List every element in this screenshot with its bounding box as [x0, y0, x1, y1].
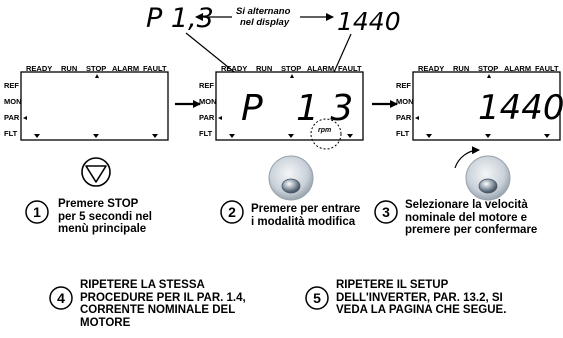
- lcd-screen-1: [20, 71, 169, 141]
- alternate-label-line2: nel display: [240, 17, 290, 28]
- step-3-line: Selezionare la velocità: [405, 199, 528, 211]
- step-4-text: RIPETERE LA STESSA PROCEDURE PER IL PAR.…: [80, 279, 246, 329]
- status-ready: READY: [221, 64, 247, 73]
- lcd-panel-2: READY RUN STOP ALARM FAULT REF MON PAR F…: [199, 64, 364, 150]
- step-1-line: Premere STOP: [58, 198, 139, 210]
- step-5-text: RIPETERE IL SETUP DELL'INVERTER, PAR. 13…: [336, 279, 506, 317]
- step-5-line: DELL'INVERTER, PAR. 13.2, SI: [336, 291, 503, 304]
- step-5-line: VEDA LA PAGINA CHE SEGUE.: [336, 304, 507, 316]
- indicator-bottom-right: [544, 134, 550, 138]
- side-ref: REF: [396, 81, 411, 90]
- indicator-bottom-left: [426, 134, 432, 138]
- step-1-badge: 1: [25, 200, 49, 224]
- rpm-highlight-circle: [310, 118, 342, 150]
- lcd-panel-1: READY RUN STOP ALARM FAULT REF MON PAR F…: [4, 64, 169, 141]
- status-ready: READY: [26, 64, 52, 73]
- step-3-line: premere per confermare: [405, 224, 538, 236]
- alternate-label-line1: Si alternano: [236, 6, 291, 17]
- side-par: PAR: [4, 113, 20, 122]
- svg-text:4: 4: [57, 290, 65, 306]
- side-par: PAR: [396, 113, 412, 122]
- indicator-bottom-mid: [93, 134, 99, 138]
- step-2-line: Premere per entrare: [251, 203, 361, 215]
- side-flt: FLT: [4, 129, 18, 138]
- lcd-value-code: 1 3: [296, 88, 353, 129]
- side-ref: REF: [4, 81, 19, 90]
- indicator-bottom-right: [347, 134, 353, 138]
- status-run: RUN: [256, 64, 272, 73]
- indicator-stop-up: [290, 74, 294, 78]
- knob-rotate-icon: [454, 146, 511, 201]
- indicator-bottom-left: [34, 134, 40, 138]
- indicator-par-left: [23, 116, 27, 120]
- step-4-line: PROCEDURE PER IL PAR. 1.4,: [80, 291, 246, 304]
- status-alarm: ALARM: [504, 64, 531, 73]
- top-alternating-display: P 1,3 Si alternano nel display 1440: [146, 3, 401, 89]
- step-4-line: RIPETERE LA STESSA: [80, 279, 205, 291]
- indicator-stop-up: [487, 74, 491, 78]
- status-stop: STOP: [478, 64, 498, 73]
- step-2-badge: 2: [220, 200, 244, 224]
- status-run: RUN: [453, 64, 469, 73]
- lcd-value-1440: 1440: [478, 88, 563, 128]
- status-alarm: ALARM: [307, 64, 334, 73]
- step-1-text: Premere STOP per 5 secondi nel menù prin…: [58, 198, 152, 236]
- side-mon: MON: [396, 97, 414, 106]
- status-ready: READY: [418, 64, 444, 73]
- indicator-bottom-right: [152, 134, 158, 138]
- lcd-screen-2: [215, 71, 364, 141]
- step-4-badge: 4: [49, 286, 73, 310]
- side-par: PAR: [199, 113, 215, 122]
- status-run: RUN: [61, 64, 77, 73]
- lcd-value-p: P: [241, 88, 263, 129]
- status-fault: FAULT: [338, 64, 362, 73]
- step-1-line: menù principale: [58, 223, 147, 235]
- svg-text:2: 2: [228, 204, 236, 220]
- stop-button-icon: [81, 157, 111, 187]
- step-2-line: i modalità modifica: [251, 215, 356, 228]
- top-right-display-value: 1440: [337, 7, 401, 36]
- step-2-text: Premere per entrare i modalità modifica: [251, 203, 360, 228]
- status-fault: FAULT: [143, 64, 167, 73]
- step-3-line: nominale del motore e: [405, 211, 528, 224]
- svg-text:1: 1: [33, 204, 41, 220]
- status-stop: STOP: [281, 64, 301, 73]
- side-ref: REF: [199, 81, 214, 90]
- step-3-badge: 3: [374, 200, 398, 224]
- side-flt: FLT: [396, 129, 410, 138]
- top-left-display-value: P 1,3: [146, 3, 214, 34]
- status-fault: FAULT: [535, 64, 559, 73]
- indicator-stop-up: [95, 74, 99, 78]
- step-5-line: RIPETERE IL SETUP: [336, 279, 449, 291]
- side-mon: MON: [199, 97, 217, 106]
- step-4-line: MOTORE: [80, 316, 131, 329]
- side-mon: MON: [4, 97, 22, 106]
- indicator-bottom-left: [229, 134, 235, 138]
- step-1-line: per 5 secondi nel: [58, 210, 152, 223]
- rotate-arrow-icon: [454, 146, 480, 169]
- side-flt: FLT: [199, 129, 213, 138]
- svg-text:3: 3: [382, 204, 390, 220]
- indicator-par-left: [218, 116, 222, 120]
- lcd-panel-3: READY RUN STOP ALARM FAULT REF MON PAR F…: [396, 64, 563, 141]
- status-alarm: ALARM: [112, 64, 139, 73]
- indicator-par-left: [415, 116, 419, 120]
- indicator-bottom-mid: [485, 134, 491, 138]
- status-stop: STOP: [86, 64, 106, 73]
- lcd-screen-3: [412, 71, 561, 141]
- step-3-text: Selezionare la velocità nominale del mot…: [405, 199, 537, 237]
- knob-press-icon: [268, 155, 314, 201]
- svg-text:5: 5: [313, 290, 321, 306]
- step-4-line: CORRENTE NOMINALE DEL: [80, 304, 236, 316]
- indicator-bottom-mid: [288, 134, 294, 138]
- unit-rpm: rpm: [318, 127, 331, 134]
- step-5-badge: 5: [305, 286, 329, 310]
